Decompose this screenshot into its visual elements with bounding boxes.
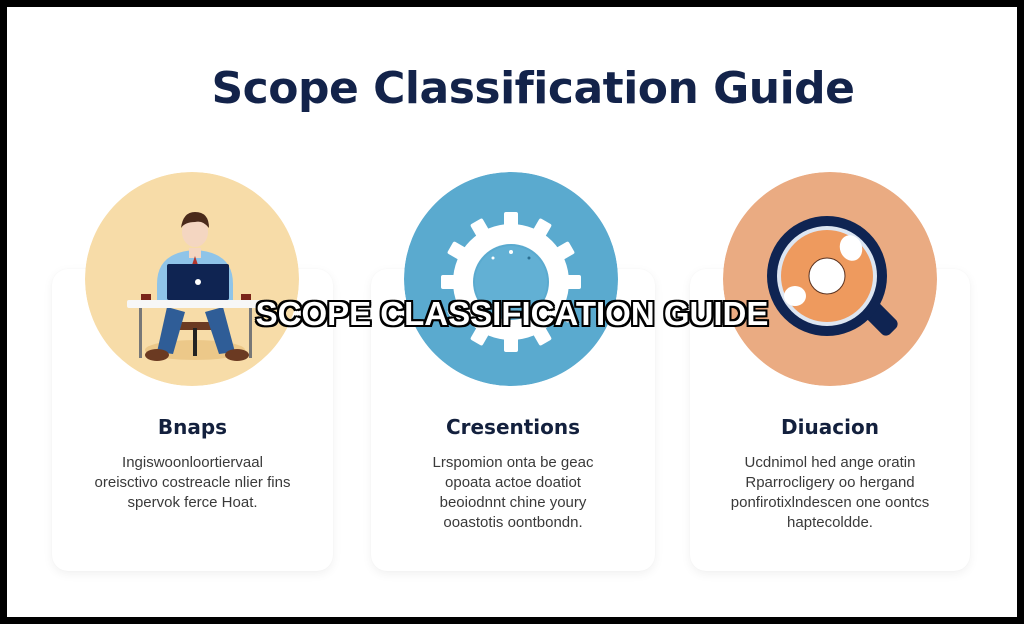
overlay-caption: SCOPE CLASSIFICATION GUIDE [255,295,769,332]
card-description: Ucdnimol hed ange oratin Rparrocligery o… [730,454,930,531]
page-title: Scope Classification Guide [211,63,855,114]
card-title: Cresentions [445,415,581,439]
card-description: Ingiswoonloortiervaal oreisctivo costrea… [94,454,291,511]
person-at-laptop-icon [85,172,299,386]
magnifier-icon [723,172,937,386]
gear-icon [404,172,618,386]
card-description: Lrspomion onta be geac opoata actoe doat… [432,454,594,531]
card-title: Bnaps [157,415,228,439]
card-title: Diuacion [781,415,879,439]
infographic-canvas: Scope Classification Guide Bnaps Ingiswo… [7,7,1017,617]
